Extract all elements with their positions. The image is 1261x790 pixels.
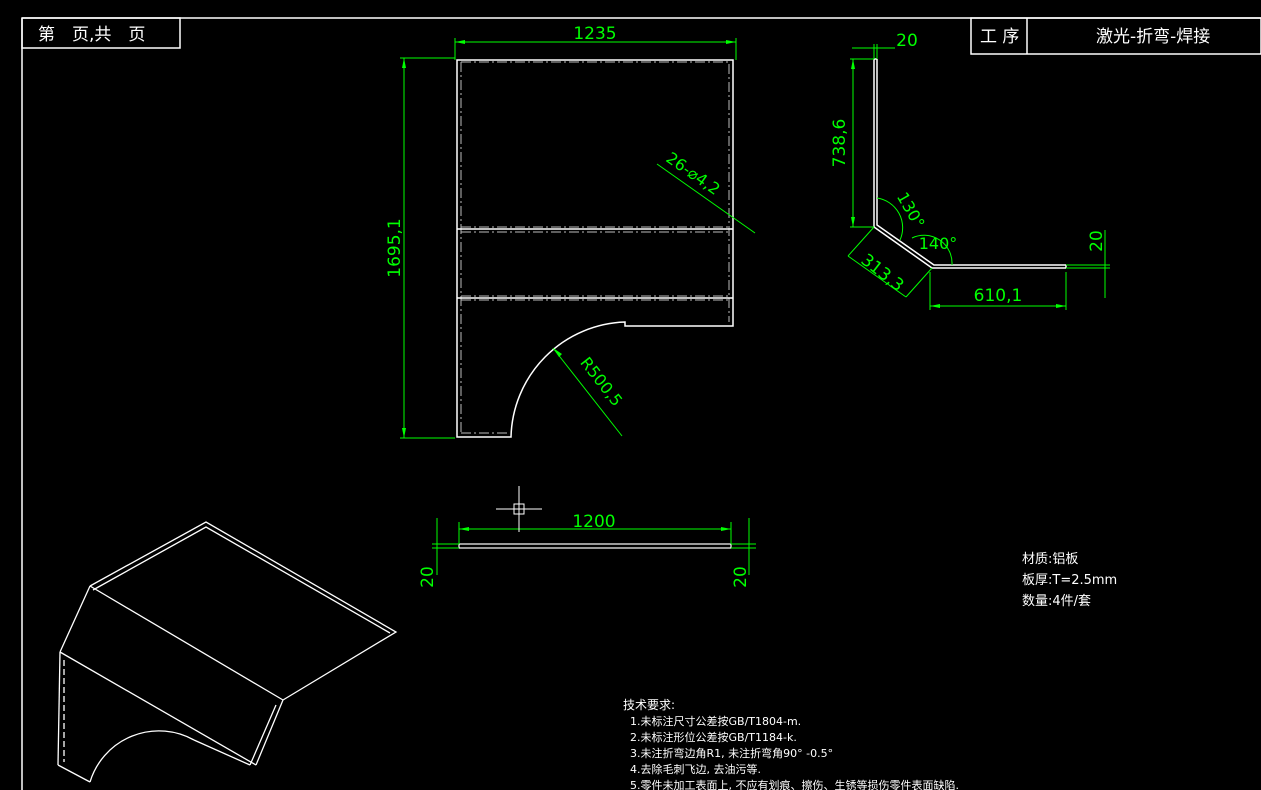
process-label: 工 序 [980, 27, 1019, 47]
process-box: 工 序 激光-折弯-焊接 [970, 17, 1261, 55]
tech-req-item: 3.未注折弯边角R1, 未注折弯角90° -0.5° [630, 746, 833, 760]
quantity-line: 数量:4件/套 [1022, 593, 1091, 609]
process-value: 激光-折弯-焊接 [1096, 27, 1210, 47]
dim-profile-horizontal: 610,1 [974, 286, 1023, 306]
tech-req-item: 4.去除毛刺飞边, 去油污等. [630, 762, 761, 776]
page-count-label: 第 页,共 页 [38, 25, 145, 45]
dim-top-width: 1235 [573, 24, 616, 44]
tech-req-item: 1.未标注尺寸公差按GB/T1804-m. [630, 714, 801, 728]
dim-bottom-width: 1200 [572, 512, 615, 532]
drawing-frame [21, 17, 1261, 790]
bottom-view: 1200 20 20 [418, 512, 756, 588]
dim-height: 1695,1 [385, 218, 405, 277]
page-count-box: 第 页,共 页 [21, 17, 181, 49]
dim-bottom-left-flange: 20 [418, 566, 438, 588]
tech-req-title: 技术要求: [623, 698, 675, 712]
profile-view: 20 738,6 130° 140° 313,3 610,1 20 [830, 31, 1110, 310]
crosshair-cursor-icon[interactable] [496, 486, 542, 532]
tech-req-item: 5.零件未加工表面上, 不应有划痕、擦伤、生锈等损伤零件表面缺陷. [630, 778, 959, 790]
dim-profile-angle-1: 130° [893, 189, 929, 232]
dim-profile-right-flange: 20 [1087, 230, 1107, 252]
tech-req-item: 2.未标注形位公差按GB/T1184-k. [630, 730, 797, 744]
dim-bottom-right-flange: 20 [731, 566, 751, 588]
thickness-line: 板厚:T=2.5mm [1022, 573, 1117, 588]
flat-pattern-view: 1235 1695,1 26-⌀4,2 R500,5 [385, 24, 756, 439]
dim-holes: 26-⌀4,2 [663, 148, 724, 199]
dim-profile-top-flange: 20 [896, 31, 918, 51]
isometric-view [57, 521, 398, 783]
dim-profile-angle-2: 140° [919, 234, 958, 253]
dim-profile-slant: 313,3 [857, 250, 908, 296]
material-line: 材质:铝板 [1022, 552, 1078, 567]
material-notes: 材质:铝板 板厚:T=2.5mm 数量:4件/套 [1022, 552, 1117, 609]
dim-radius: R500,5 [576, 353, 626, 410]
dim-profile-vertical: 738,6 [830, 119, 850, 168]
tech-requirements: 技术要求: 1.未标注尺寸公差按GB/T1804-m. 2.未标注形位公差按GB… [623, 698, 959, 790]
